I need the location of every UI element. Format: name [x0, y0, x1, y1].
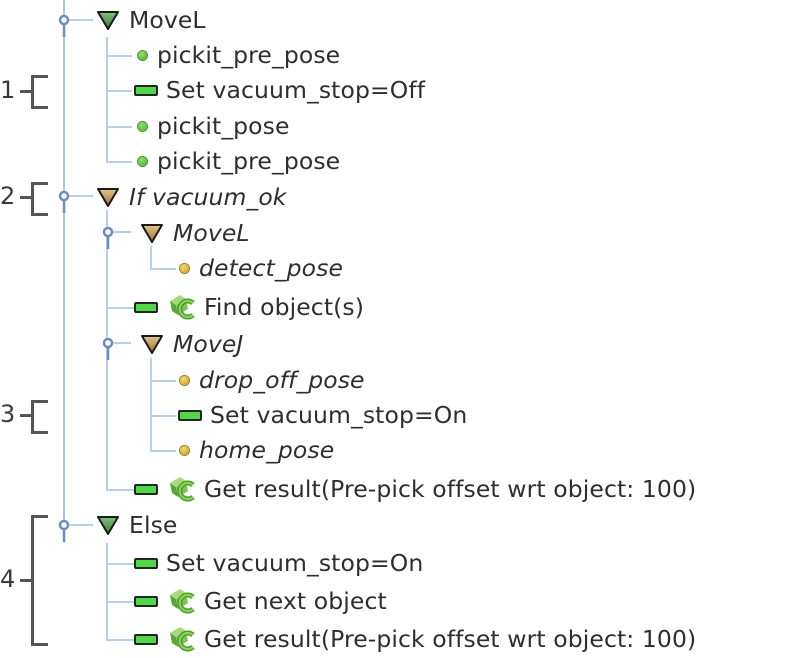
green-bar-icon — [134, 633, 158, 645]
tree-node-label: Else — [129, 511, 178, 539]
tree-guide — [106, 126, 132, 128]
tree-guide — [113, 342, 131, 344]
tree-guide — [69, 19, 93, 21]
tree-node-node[interactable]: MoveL — [96, 3, 206, 37]
tree-node-pickit[interactable]: Get result(Pre-pick offset wrt object: 1… — [134, 622, 696, 656]
green-bar-icon — [134, 301, 158, 313]
green-dot-icon — [138, 156, 147, 166]
yellow-dot-icon — [180, 445, 189, 455]
tree-node-label: pickit_pre_pose — [157, 41, 341, 69]
expand-collapse-pin-icon[interactable] — [57, 519, 71, 543]
green-bar-icon — [134, 483, 158, 495]
tree-node-waypoint[interactable]: home_pose — [180, 433, 334, 467]
tree-guide — [106, 90, 132, 92]
green-bar-icon — [134, 557, 158, 569]
triangle-green-icon — [96, 515, 120, 535]
annotation-number: 2 — [0, 182, 16, 210]
tree-guide — [69, 524, 93, 526]
tree-node-label: pickit_pre_pose — [157, 147, 341, 175]
pickit-icon — [166, 475, 198, 503]
tree-node-label: MoveJ — [173, 330, 244, 358]
tree-node-label: Get result(Pre-pick offset wrt object: 1… — [204, 475, 697, 503]
yellow-dot-icon — [180, 263, 189, 273]
tree-node-label: Get next object — [204, 587, 387, 615]
tree-node-node[interactable]: MoveJ — [140, 327, 243, 361]
tree-node-set[interactable]: Set vacuum_stop=On — [134, 546, 423, 580]
tree-guide — [69, 195, 93, 197]
expand-collapse-pin-icon[interactable] — [57, 14, 71, 38]
tree-guide — [106, 639, 134, 641]
tree-guide — [106, 307, 134, 309]
tree-main-line — [63, 0, 65, 528]
tree-node-waypoint[interactable]: drop_off_pose — [180, 363, 365, 397]
tree-guide — [106, 563, 134, 565]
expand-collapse-pin-icon[interactable] — [57, 190, 71, 214]
annotation-tick — [20, 196, 32, 199]
tree-node-pickit[interactable]: Get next object — [134, 584, 387, 618]
annotation-tick — [20, 414, 32, 417]
tree-node-label: MoveL — [129, 6, 206, 34]
tree-guide — [106, 161, 132, 163]
tree-node-label: If vacuum_ok — [129, 183, 287, 211]
tree-guide — [106, 489, 134, 491]
pickit-icon — [166, 625, 198, 653]
tree-node-pickit[interactable]: Find object(s) — [134, 290, 364, 324]
annotation-bracket — [31, 75, 48, 109]
tree-guide — [150, 415, 176, 417]
triangle-tan-icon — [96, 187, 120, 207]
annotation-number: 4 — [0, 565, 16, 593]
annotation-bracket — [31, 400, 48, 434]
tree-node-waypoint[interactable]: pickit_pre_pose — [138, 144, 340, 178]
tree-guide-else — [106, 543, 108, 641]
triangle-green-icon — [96, 10, 120, 30]
yellow-dot-icon — [180, 375, 189, 385]
tree-node-node[interactable]: If vacuum_ok — [96, 180, 287, 214]
pickit-icon — [166, 293, 198, 321]
tree-node-set[interactable]: Set vacuum_stop=Off — [134, 73, 425, 107]
tree-guide-movel — [106, 37, 108, 163]
tree-node-label: Set vacuum_stop=Off — [166, 76, 426, 104]
tree-node-waypoint[interactable]: pickit_pose — [138, 109, 290, 143]
triangle-tan-icon — [140, 223, 164, 243]
annotation-tick — [20, 579, 32, 582]
tree-node-waypoint[interactable]: detect_pose — [180, 251, 343, 285]
tree-guide — [150, 450, 176, 452]
annotation-number: 1 — [0, 76, 16, 104]
annotation-bracket — [31, 182, 48, 216]
annotation-tick — [20, 90, 32, 93]
tree-node-pickit[interactable]: Get result(Pre-pick offset wrt object: 1… — [134, 472, 696, 506]
tree-node-label: Find object(s) — [204, 293, 365, 321]
green-bar-icon — [134, 84, 158, 96]
tree-node-label: home_pose — [199, 436, 335, 464]
tree-node-label: Set vacuum_stop=On — [166, 549, 424, 577]
tree-guide — [113, 231, 131, 233]
green-bar-icon — [134, 595, 158, 607]
tree-node-set[interactable]: Set vacuum_stop=On — [178, 398, 467, 432]
expand-collapse-pin-icon[interactable] — [101, 226, 115, 250]
tree-guide — [150, 268, 176, 270]
triangle-tan-icon — [140, 334, 164, 354]
pickit-icon — [166, 587, 198, 615]
tree-guide-movej — [150, 358, 152, 451]
tree-node-node[interactable]: Else — [96, 508, 177, 542]
tree-node-label: pickit_pose — [157, 112, 290, 140]
tree-guide — [106, 55, 132, 57]
tree-guide-movel2 — [150, 246, 152, 269]
tree-node-label: MoveL — [173, 219, 250, 247]
green-dot-icon — [138, 50, 147, 60]
tree-node-label: Set vacuum_stop=On — [210, 401, 468, 429]
annotation-bracket — [31, 515, 48, 646]
tree-node-node[interactable]: MoveL — [140, 216, 250, 250]
annotation-number: 3 — [0, 400, 16, 428]
tree-node-label: detect_pose — [199, 254, 344, 282]
green-bar-icon — [178, 409, 202, 421]
green-dot-icon — [138, 121, 147, 131]
tree-guide — [106, 601, 134, 603]
tree-node-label: Get result(Pre-pick offset wrt object: 1… — [204, 625, 697, 653]
tree-guide — [150, 380, 176, 382]
expand-collapse-pin-icon[interactable] — [101, 337, 115, 361]
tree-node-label: drop_off_pose — [199, 366, 365, 394]
tree-node-waypoint[interactable]: pickit_pre_pose — [138, 38, 340, 72]
